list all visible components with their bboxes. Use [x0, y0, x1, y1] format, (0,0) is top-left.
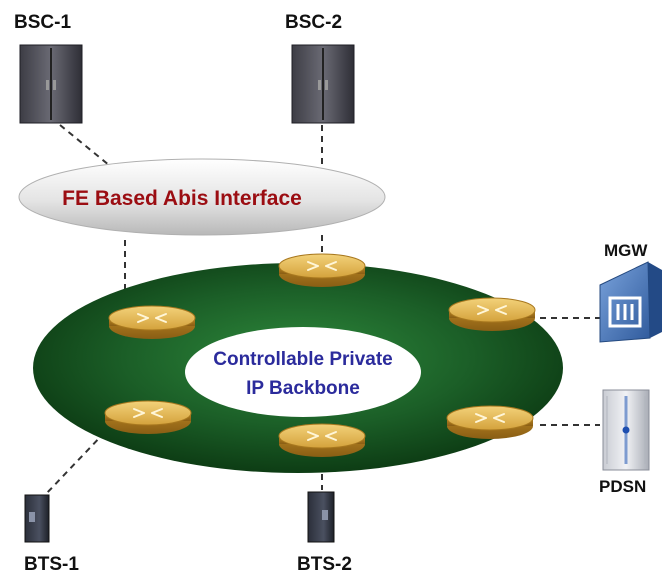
abis-interface-ellipse [18, 158, 386, 236]
pdsn-label: PDSN [599, 477, 646, 496]
link-router-bts1 [44, 431, 106, 496]
router-icon-bottom-left [104, 400, 192, 435]
router-icon-bottom-right [446, 405, 534, 440]
bsc1-label: BSC-1 [14, 12, 71, 33]
backbone-center [185, 327, 421, 417]
router-icon-bottom [278, 423, 366, 458]
router-icon-top-right [448, 297, 536, 332]
router-icon-top-left [108, 305, 196, 340]
bts2-label: BTS-2 [297, 554, 352, 574]
router-icon-top [278, 253, 366, 288]
backbone-label-line1: Controllable Private [213, 349, 393, 370]
bts1-cabinet-icon [24, 494, 50, 543]
backbone-label-line2: IP Backbone [246, 378, 360, 399]
mgw-label: MGW [604, 241, 648, 260]
bsc2-label: BSC-2 [285, 12, 342, 33]
abis-interface-label: FE Based Abis Interface [62, 187, 302, 210]
bsc2-rack-icon [291, 44, 355, 124]
bts1-label: BTS-1 [24, 554, 79, 574]
pdsn-server-icon [602, 389, 650, 471]
bsc1-rack-icon [19, 44, 83, 124]
mgw-icon [599, 261, 662, 343]
bts2-cabinet-icon [307, 491, 335, 543]
link-bsc1-abis [59, 124, 116, 171]
connection-lines [44, 124, 600, 496]
